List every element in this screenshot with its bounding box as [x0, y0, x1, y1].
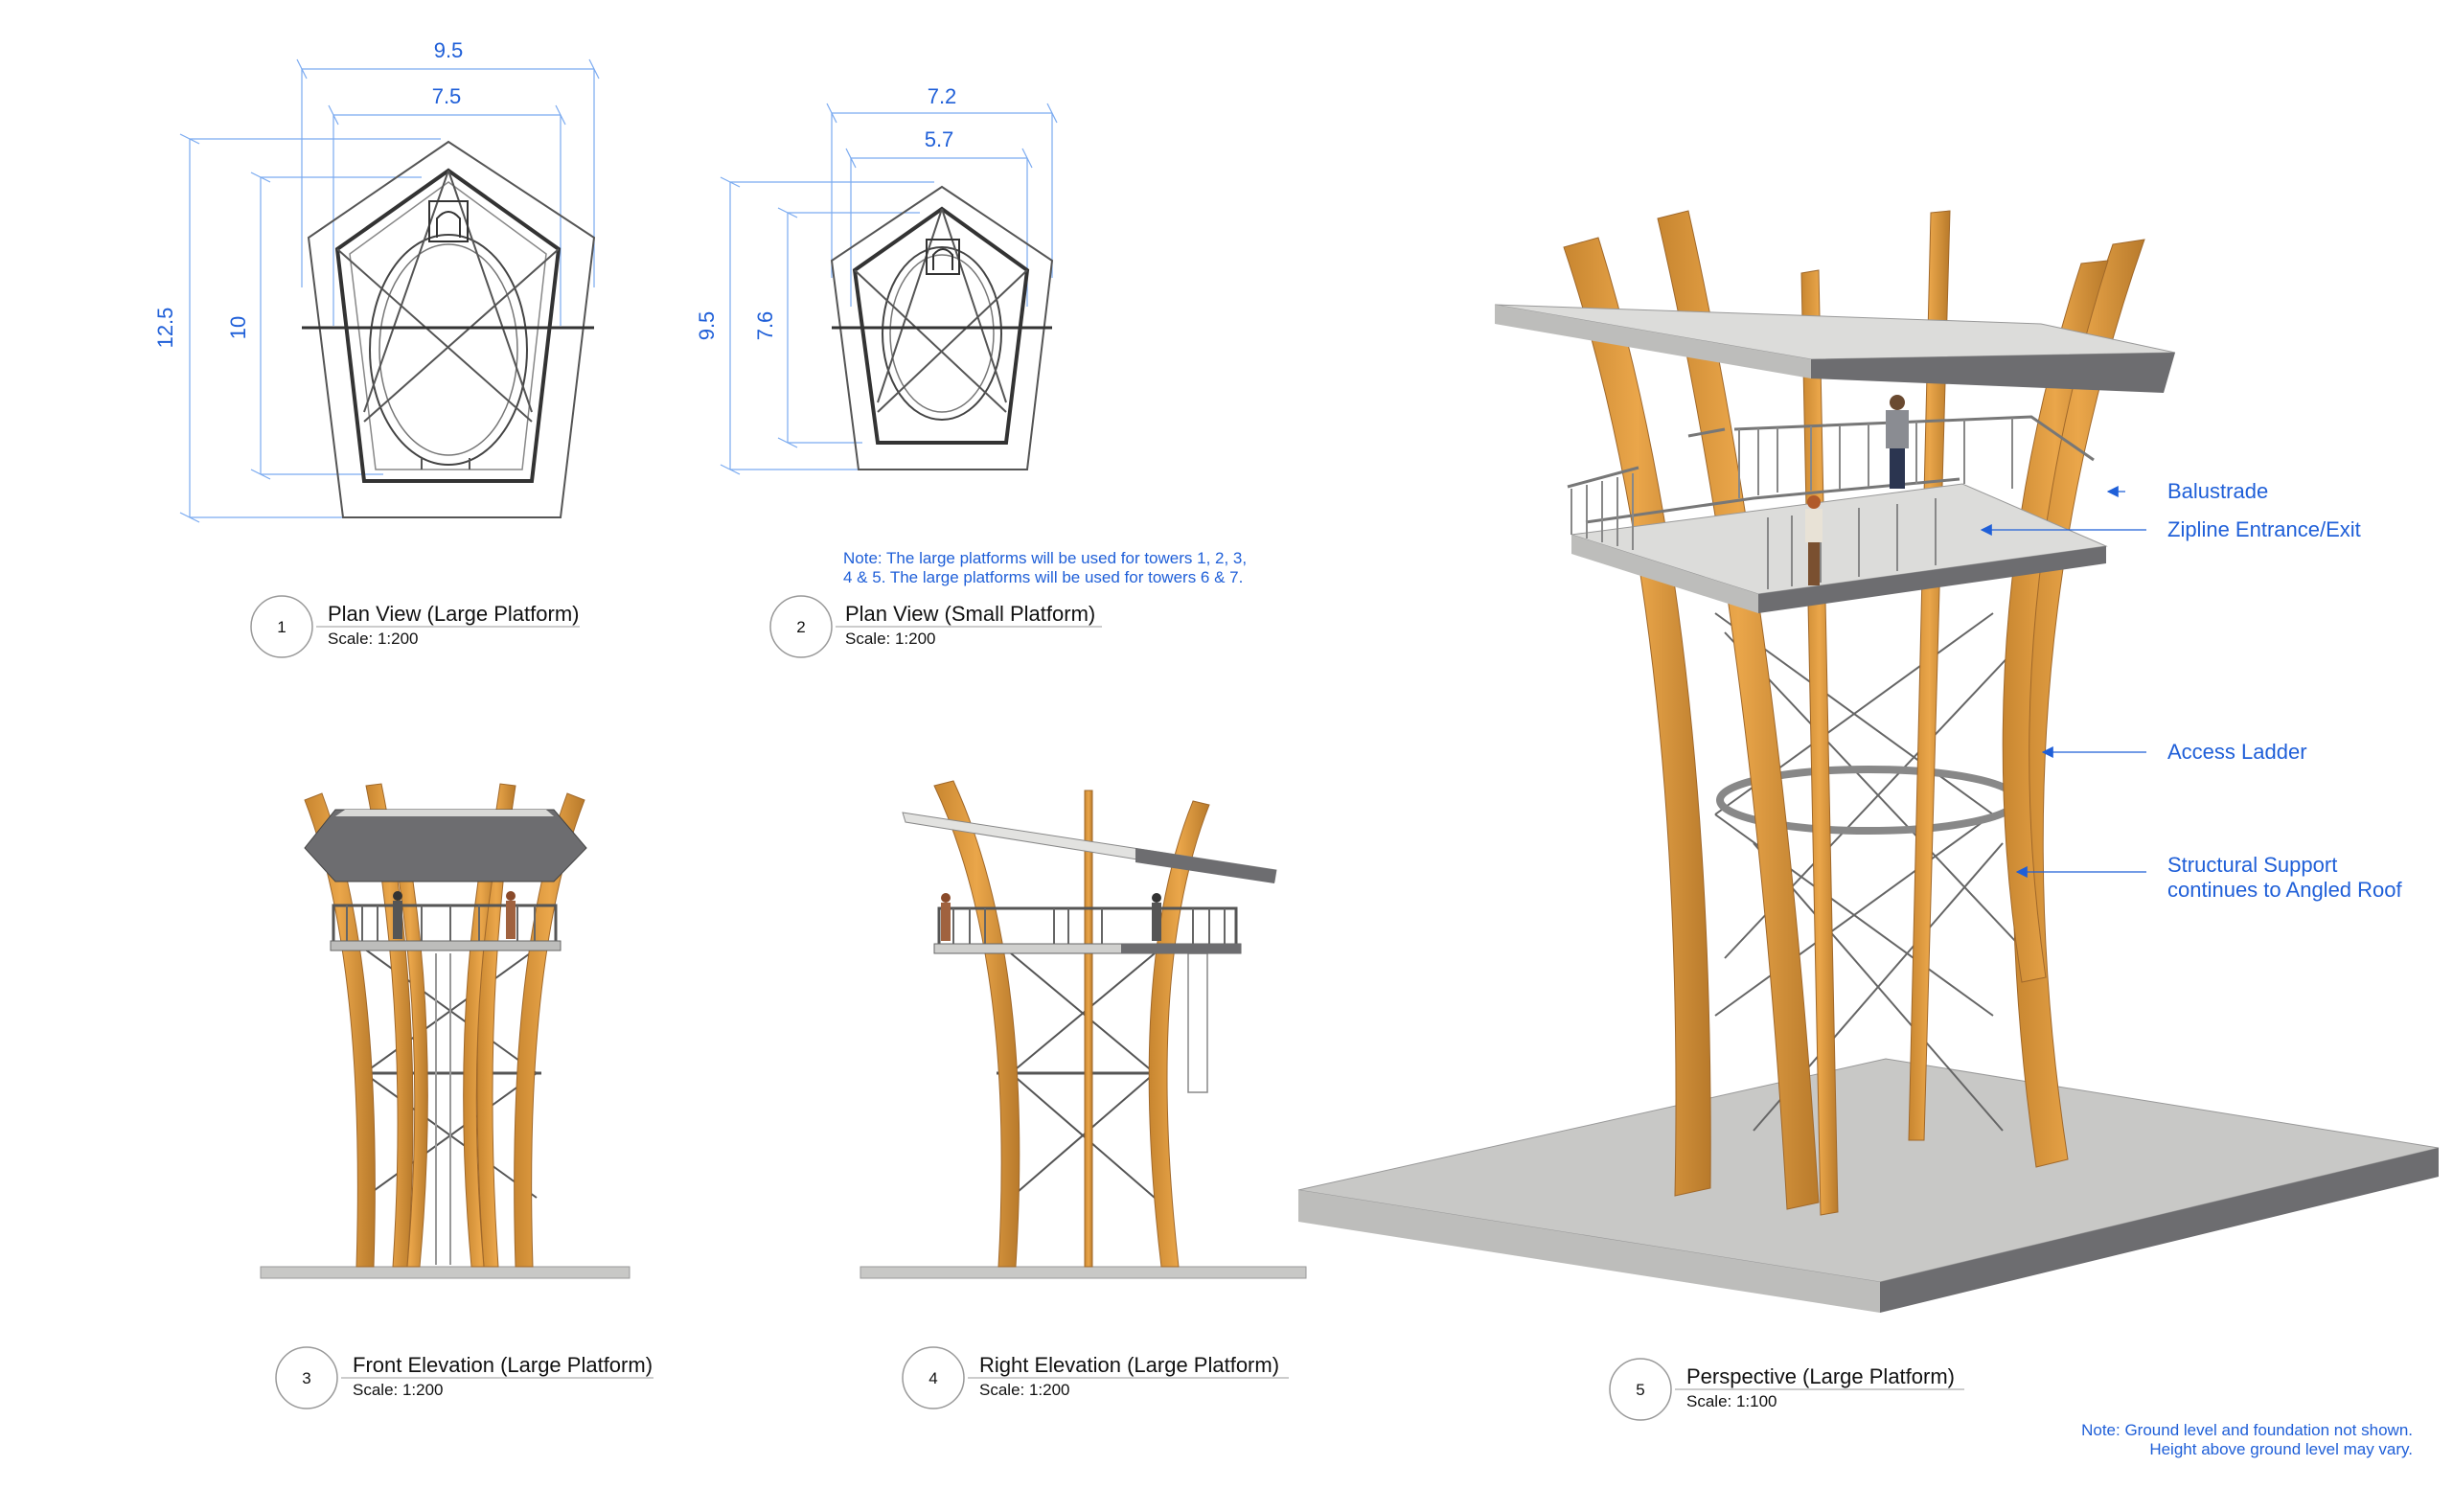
right-elevation: 4 Right Elevation (Large Platform) Scale…	[860, 780, 1307, 1409]
plan-large-outer-depth: 12.5	[153, 308, 177, 349]
plan-small-outer-depth: 9.5	[695, 311, 719, 341]
front-balustrade	[332, 904, 558, 948]
view-2-title: Plan View (Small Platform)	[845, 602, 1095, 626]
ground-note-line2: Height above ground level may vary.	[2149, 1440, 2413, 1458]
view-3-title: Front Elevation (Large Platform)	[353, 1353, 653, 1377]
person-figure	[1805, 395, 1909, 585]
perspective-base-slab	[1297, 1058, 2440, 1283]
callout-balustrade: Balustrade	[2167, 479, 2268, 503]
platform-note-line2: 4 & 5. The large platforms will be used …	[843, 568, 1243, 586]
view-number-bubble	[250, 595, 313, 658]
callout-zipline: Zipline Entrance/Exit	[2167, 517, 2361, 541]
platform-note-line1: Note: The large platforms will be used f…	[843, 549, 1247, 567]
view-4-number: 4	[928, 1369, 937, 1387]
view-5-number: 5	[1636, 1381, 1644, 1399]
view-number-bubble	[902, 1346, 965, 1409]
plan-small-inner-width: 5.7	[925, 127, 954, 151]
right-timber-columns	[933, 780, 1210, 1268]
view-number-bubble	[769, 595, 833, 658]
ground-note-line1: Note: Ground level and foundation not sh…	[2081, 1421, 2413, 1439]
plan-large-outer-width: 9.5	[434, 38, 464, 62]
callout-ladder: Access Ladder	[2167, 740, 2307, 764]
view-2-scale: Scale: 1:200	[845, 630, 936, 648]
view-number-bubble	[1609, 1358, 1672, 1421]
view-5-title: Perspective (Large Platform)	[1686, 1364, 1955, 1388]
view-4-title: Right Elevation (Large Platform)	[979, 1353, 1279, 1377]
front-roof	[304, 809, 587, 882]
plan-small-outer-width: 7.2	[928, 84, 957, 108]
callout-support-line1: Structural Support	[2167, 853, 2337, 877]
person-figure	[393, 891, 516, 939]
view-3-number: 3	[302, 1369, 310, 1387]
plan-large-inner-depth: 10	[226, 316, 250, 339]
right-ground-line	[860, 1266, 1307, 1279]
view-5-scale: Scale: 1:100	[1686, 1392, 1777, 1410]
plan-small-inner-depth: 7.6	[753, 311, 777, 341]
person-figure	[941, 893, 1161, 941]
plan-view-small: 7.2 5.7 9.5 7.6 Note: The large platform…	[695, 84, 1247, 658]
perspective-timber-columns	[1563, 210, 2145, 1216]
view-2-number: 2	[796, 618, 805, 636]
callout-support-line2: continues to Angled Roof	[2167, 878, 2403, 902]
view-1-title: Plan View (Large Platform)	[328, 602, 580, 626]
front-elevation: 3 Front Elevation (Large Platform) Scale…	[260, 783, 653, 1409]
view-4-scale: Scale: 1:200	[979, 1381, 1070, 1399]
perspective-view: Balustrade Zipline Entrance/Exit Access …	[1297, 210, 2440, 1458]
view-3-scale: Scale: 1:200	[353, 1381, 444, 1399]
view-number-bubble	[275, 1346, 338, 1409]
plan-large-dimensions	[179, 58, 600, 523]
plan-small-platform	[830, 185, 1054, 470]
front-ground-line	[260, 1266, 630, 1279]
view-1-scale: Scale: 1:200	[328, 630, 419, 648]
callout-leaders	[1980, 486, 2146, 878]
view-1-number: 1	[277, 618, 286, 636]
plan-view-large: 9.5 7.5 12.5 10 1 Plan View (Large Platf…	[153, 38, 600, 658]
plan-large-inner-width: 7.5	[432, 84, 462, 108]
plan-small-dimensions	[720, 103, 1058, 475]
plan-large-platform	[302, 140, 596, 518]
